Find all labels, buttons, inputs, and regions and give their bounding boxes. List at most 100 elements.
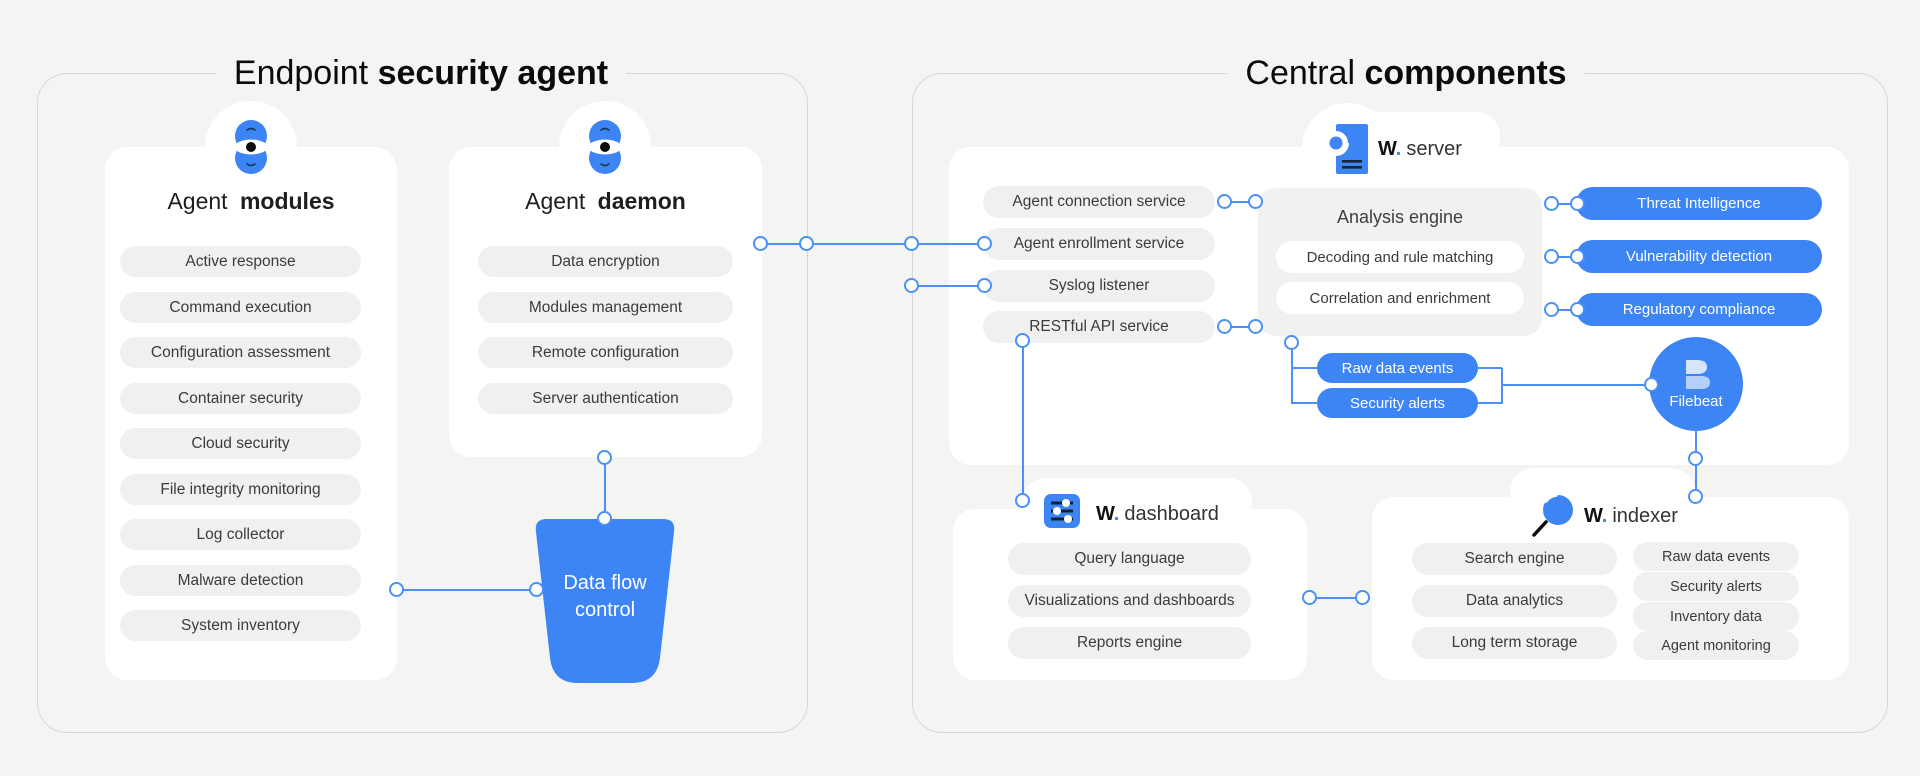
- daemon-pill-remote-configuration: Remote configuration: [478, 337, 733, 368]
- analysis-engine-title: Analysis engine: [1336, 207, 1464, 227]
- service-pill-agent-connection: Agent connection service: [983, 186, 1215, 218]
- wazuh-agent-eye-icon: [234, 120, 268, 174]
- capability-pill-regulatory-compliance: Regulatory compliance: [1576, 293, 1822, 326]
- node-indexer-top: [1688, 489, 1703, 504]
- service-pill-agent-enrollment: Agent enrollment service: [983, 228, 1215, 260]
- capability-pill-threat-intelligence: Threat Intelligence: [1576, 187, 1822, 220]
- data-flow-control-line1: Data flow: [563, 572, 647, 594]
- node-modules-edge: [389, 582, 404, 597]
- agent-daemon-title-bold: daemon: [597, 188, 686, 214]
- connector-server-to-dashboard: [1022, 341, 1024, 501]
- connector-trunk-to-security-alerts: [1292, 402, 1318, 404]
- node-analysis-right-3: [1544, 302, 1559, 317]
- dashboard-brand-dot: .: [1113, 503, 1120, 525]
- index-pill-inventory-data: Inventory data: [1633, 602, 1799, 631]
- endpoint-title-bold: security agent: [377, 54, 609, 92]
- indexer-brand-label: W.indexer: [1584, 505, 1678, 528]
- module-pill-malware-detection: Malware detection: [120, 565, 361, 596]
- index-pill-raw-data-events: Raw data events: [1633, 542, 1799, 571]
- module-pill-command-execution: Command execution: [120, 292, 361, 323]
- node-vulnerability-edge: [1570, 249, 1585, 264]
- central-components-title: Central components: [1227, 53, 1585, 93]
- node-dashboard-top: [1015, 493, 1030, 508]
- wazuh-server-icon: [1324, 124, 1368, 174]
- dashboard-brand-name: dashboard: [1124, 503, 1219, 525]
- data-flow-control-label: Data flow control: [525, 570, 685, 624]
- server-brand-name: server: [1406, 138, 1462, 160]
- agent-modules-title-regular: Agent: [167, 188, 228, 214]
- connector-analysis-to-threat-intel: [1552, 203, 1578, 205]
- module-pill-configuration-assessment: Configuration assessment: [120, 337, 361, 368]
- node-analysis-left-bottom: [1248, 319, 1263, 334]
- analysis-pill-decoding: Decoding and rule matching: [1276, 241, 1524, 273]
- node-left-frame-border: [799, 236, 814, 251]
- output-pill-security-alerts: Security alerts: [1317, 388, 1478, 418]
- daemon-pill-data-encryption: Data encryption: [478, 246, 733, 277]
- node-dashboard-right: [1302, 590, 1317, 605]
- connector-security-alerts-out: [1478, 402, 1502, 404]
- filebeat-label: Filebeat: [1669, 392, 1723, 410]
- connector-daemon-to-enrollment: [761, 243, 985, 245]
- daemon-pill-modules-management: Modules management: [478, 292, 733, 323]
- filebeat-circle: Filebeat: [1649, 337, 1743, 431]
- connector-trunk-to-raw-events: [1292, 367, 1318, 369]
- connector-restful-to-analysis: [1225, 326, 1256, 328]
- daemon-pill-server-authentication: Server authentication: [478, 383, 733, 414]
- module-pill-system-inventory: System inventory: [120, 610, 361, 641]
- connector-daemon-to-funnel: [604, 457, 606, 519]
- node-analysis-left-top: [1248, 194, 1263, 209]
- module-pill-cloud-security: Cloud security: [120, 428, 361, 459]
- analysis-pill-correlation: Correlation and enrichment: [1276, 282, 1524, 314]
- indexer-pill-data-analytics: Data analytics: [1412, 585, 1617, 617]
- node-funnel-left: [529, 582, 544, 597]
- connector-outputs-to-filebeat: [1502, 384, 1652, 386]
- node-enrollment-edge: [977, 236, 992, 251]
- node-restful-right: [1217, 319, 1232, 334]
- node-right-frame-border-2: [904, 278, 919, 293]
- module-pill-log-collector: Log collector: [120, 519, 361, 550]
- filebeat-beats-icon: [1686, 359, 1710, 389]
- indexer-pill-search-engine: Search engine: [1412, 543, 1617, 575]
- indexer-brand-name: indexer: [1612, 505, 1678, 527]
- agent-modules-title-bold: modules: [239, 188, 335, 214]
- capability-pill-vulnerability-detection: Vulnerability detection: [1576, 240, 1822, 273]
- central-title-bold: components: [1364, 54, 1567, 92]
- server-brand-label: W.server: [1378, 138, 1462, 161]
- index-pill-security-alerts: Security alerts: [1633, 572, 1799, 601]
- connector-analysis-to-regulatory: [1552, 309, 1578, 311]
- dashboard-brand-w: W: [1096, 503, 1114, 525]
- connector-dashboard-to-indexer: [1310, 597, 1363, 599]
- wazuh-indexer-icon: [1532, 493, 1573, 537]
- node-analysis-bottom: [1284, 335, 1299, 350]
- node-server-bottom-edge: [1688, 451, 1703, 466]
- node-regulatory-edge: [1570, 302, 1585, 317]
- connector-outputs-merge: [1501, 368, 1503, 404]
- server-brand-dot: .: [1395, 138, 1402, 160]
- dashboard-pill-reports-engine: Reports engine: [1008, 627, 1251, 659]
- node-restful-bottom: [1015, 333, 1030, 348]
- data-flow-control-funnel: [535, 519, 675, 683]
- connector-analysis-outputs-trunk: [1291, 343, 1293, 404]
- connector-raw-events-out: [1478, 367, 1502, 369]
- agent-daemon-title: Agent daemon: [449, 188, 762, 215]
- endpoint-title-regular: Endpoint: [233, 54, 369, 92]
- module-pill-container-security: Container security: [120, 383, 361, 414]
- node-funnel-top: [597, 511, 612, 526]
- node-right-frame-border-1: [904, 236, 919, 251]
- indexer-brand-dot: .: [1601, 505, 1608, 527]
- agent-daemon-title-regular: Agent: [525, 188, 586, 214]
- node-syslog-edge: [977, 278, 992, 293]
- indexer-pill-long-term-storage: Long term storage: [1412, 627, 1617, 659]
- central-title-regular: Central: [1245, 54, 1356, 92]
- node-daemon-right: [753, 236, 768, 251]
- node-indexer-left: [1355, 590, 1370, 605]
- node-daemon-bottom: [597, 450, 612, 465]
- output-pill-raw-data-events: Raw data events: [1317, 353, 1478, 383]
- node-analysis-right-1: [1544, 196, 1559, 211]
- connector-analysis-to-vulnerability: [1552, 256, 1578, 258]
- module-pill-file-integrity-monitoring: File integrity monitoring: [120, 474, 361, 505]
- endpoint-agent-title: Endpoint security agent: [215, 53, 627, 93]
- dashboard-pill-query-language: Query language: [1008, 543, 1251, 575]
- module-pill-active-response: Active response: [120, 246, 361, 277]
